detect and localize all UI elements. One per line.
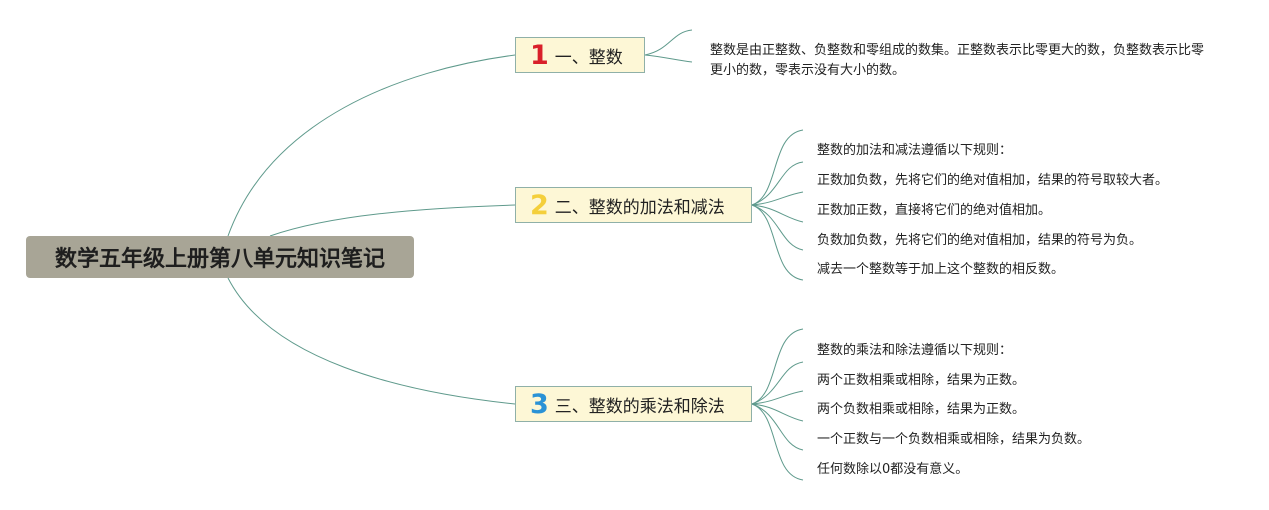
branch-topic-label: 二、整数的加法和减法 — [554, 197, 725, 218]
branch-topic-label: 一、整数 — [554, 47, 623, 68]
connector-branch-3-leaf-3 — [751, 390, 804, 405]
connector-branch-3-leaf-5 — [751, 403, 804, 451]
leaf-topic[interactable]: 两个正数相乘或相除，结果为正数。 — [817, 373, 1026, 388]
connector-branch-2-leaf-1 — [751, 129, 804, 206]
connector-branch-3-leaf-4 — [751, 403, 804, 422]
leaf-topic[interactable]: 正数加负数，先将它们的绝对值相加，结果的符号取较大者。 — [817, 173, 1169, 188]
leaf-topic[interactable]: 一个正数与一个负数相乘或相除，结果为负数。 — [817, 432, 1091, 447]
connector-branch-1-leaf-b — [644, 54, 693, 63]
leaf-topic[interactable]: 整数的加法和减法遵循以下规则： — [817, 143, 1013, 158]
connector-root-branch-1 — [227, 54, 516, 237]
connector-root-branch-3 — [227, 277, 516, 405]
connector-branch-2-leaf-4 — [751, 204, 804, 223]
leaf-topic[interactable]: 整数是由正整数、负整数和零组成的数集。正整数表示比零更大的数，负整数表示比零更小… — [710, 43, 1205, 78]
root-topic-label: 数学五年级上册第八单元知识笔记 — [54, 247, 385, 272]
badge-number-1: 1 — [530, 39, 549, 71]
badge-number-3: 3 — [530, 388, 549, 420]
branch-topic-3[interactable]: 3 三、整数的乘法和除法 — [515, 386, 752, 422]
root-topic[interactable]: 数学五年级上册第八单元知识笔记 — [26, 236, 414, 278]
leaf-topic[interactable]: 减去一个整数等于加上这个整数的相反数。 — [817, 262, 1065, 277]
connector-branch-1-leaf — [644, 29, 693, 56]
connector-branch-2-leaf-6 — [751, 204, 804, 281]
leaf-topic[interactable]: 任何数除以0都没有意义。 — [817, 462, 969, 477]
leaf-topic[interactable]: 整数的乘法和除法遵循以下规则： — [817, 343, 1013, 358]
branch-topic-label: 三、整数的乘法和除法 — [554, 396, 725, 417]
connector-root-branch-2 — [269, 204, 516, 237]
leaf-topic[interactable]: 两个负数相乘或相除，结果为正数。 — [817, 402, 1026, 417]
connector-branch-3-leaf-6 — [751, 403, 804, 481]
connector-branch-3-leaf-2 — [751, 361, 804, 405]
leaf-topic[interactable]: 负数加负数，先将它们的绝对值相加，结果的符号为负。 — [817, 233, 1143, 248]
connector-branch-2-leaf-3 — [751, 191, 804, 206]
connector-branch-2-leaf-2 — [751, 161, 804, 206]
branch-topic-1[interactable]: 1 一、整数 — [515, 37, 645, 73]
connector-branch-2-leaf-5 — [751, 204, 804, 251]
connector-branch-3-leaf-1 — [751, 328, 804, 405]
branch-topic-2[interactable]: 2 二、整数的加法和减法 — [515, 187, 752, 223]
badge-number-2: 2 — [530, 189, 549, 221]
leaf-topic[interactable]: 正数加正数，直接将它们的绝对值相加。 — [817, 203, 1052, 218]
